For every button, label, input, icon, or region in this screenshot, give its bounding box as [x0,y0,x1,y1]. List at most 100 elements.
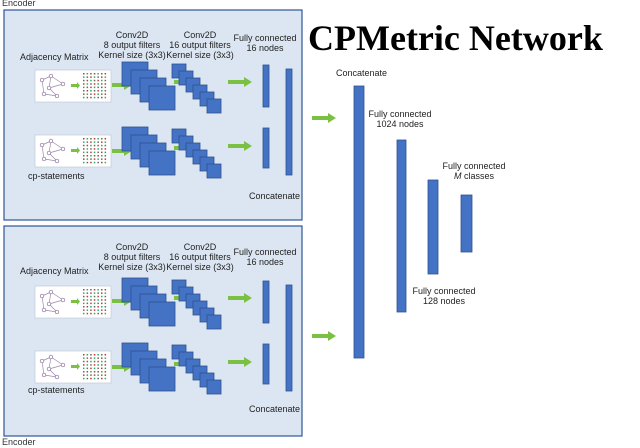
cp-graph-bottom-matrix-cell [90,364,92,366]
adjacency-graph-top-matrix-cell [97,73,99,75]
cp-graph-bottom-matrix-cell [86,371,89,373]
cp-graph-top-matrix-cell [93,151,96,154]
cp-graph-bottom-matrix-cell [83,374,85,376]
conv1-line3: Kernel size (3x3) [98,50,166,60]
adjacency-graph-top-matrix-cell [83,83,85,85]
cp-graph-top-matrix-cell [86,144,89,147]
fcM-bar [460,194,473,253]
conv1-stack-row2-top-filter-map [148,150,176,176]
cp-graph-bottom-mini-arrow-head [77,363,80,370]
adjacency-graph-bottom-matrix-cell [101,302,103,305]
cp-graph-top-matrix-cell [93,138,96,140]
adjacency-graph-top-matrix-cell [97,76,99,78]
fcM-classes: classes [461,171,494,181]
diagram-title: CPMetric Network [308,18,603,58]
cp-graph-bottom-matrix-cell [93,374,96,376]
adjacency-graph-bottom-matrix-cell [104,295,107,298]
conv1-line3: Kernel size (3x3) [98,262,166,272]
cp-graph-top-matrix-cell [104,141,107,143]
adjacency-graph-top-matrix-cell [83,96,85,99]
concatenate-label-bottom: Concatenate [249,404,301,414]
conv1-stack-row2-bottom-filter-map [148,366,176,392]
adjacency-graph-top-matrix-cell [104,79,107,82]
cp-graph-top-matrix-cell [104,148,107,150]
cp-graph-bottom-matrix-cell [93,354,96,356]
cp-graph-bottom-matrix-cell [86,360,89,363]
arrow-input-conv1-row1-top-shaft [112,83,125,87]
cp-graph-top-matrix-cell [86,148,89,150]
adjacency-graph-bottom-graph-edge [50,291,64,301]
adjacency-graph-top-matrix-cell [90,76,92,78]
cp-graph-bottom-graph-node [54,374,60,380]
conv1-stack-row1-bottom [121,277,176,327]
adjacency-graph-bottom-matrix-cell [104,299,107,301]
arrow-conv2-fc-row1-bottom-head [244,293,252,303]
cp-graph-bottom-matrix-cell [86,354,89,356]
adjacency-graph-top-matrix-cell [86,83,89,85]
adjacency-graph-top-matrix-cell [86,96,89,99]
cp-graph-bottom-matrix-cell [97,354,99,356]
conv2-line2: 16 output filters [169,40,231,50]
cp-graph-top-matrix-cell [101,144,103,147]
cp-graph-bottom-matrix-cell [86,377,89,380]
fc16-line2: 16 nodes [246,257,284,267]
cp-graph-bottom-matrix-cell [104,357,107,359]
arrow-encoder-bottom-to-concat-head [328,331,336,341]
adjacency-graph-bottom-matrix-cell [90,309,92,311]
cp-graph-bottom-mini-arrow [71,365,77,368]
cp-graph-bottom-matrix-cell [101,354,103,356]
conv2-line1: Conv2D [183,242,217,252]
adjacency-graph-top-matrix-cell [86,86,89,89]
adjacency-graph-top-graph-edge [50,75,64,85]
adjacency-graph-bottom-mini-arrow-head [77,298,80,305]
adjacency-graph-bottom-matrix-cell [86,295,89,298]
adjacency-graph-top-matrix-cell [104,86,107,89]
adjacency-graph-top [34,69,112,103]
conv2-label-bottom: Conv2D 16 output filters Kernel size (3x… [160,242,240,272]
cp-graph-bottom-graph-edge [48,364,64,370]
conv2-stack-row1-top-filter-map [206,98,222,114]
adjacency-graph-bottom-matrix-cell [83,289,85,291]
encoder-box-top [3,9,303,221]
cp-graph-bottom-matrix-cell [101,377,103,380]
cp-graph-top-graph-edge [41,144,45,160]
cp-graph-top-matrix-cell [83,148,85,150]
cp-graph-top-matrix-cell [104,138,107,140]
cp-graph-bottom-matrix-cell [97,364,99,366]
cp-graph-bottom-matrix-cell [90,377,92,380]
adjacency-graph-bottom-matrix-cell [104,309,107,311]
cp-graph-top-matrix-cell [93,141,96,143]
adjacency-graph-top-matrix-cell [104,90,107,92]
cp-graph-top-matrix-cell [97,158,99,160]
cp-graph-top-matrix-cell [97,138,99,140]
cp-graph-bottom-matrix-cell [83,364,85,366]
conv1-stack-row1-top-filter-map [148,85,176,111]
adjacency-graph-top-graph-edge [43,93,58,97]
adjacency-graph-top-graph-edge [48,83,64,89]
fc16-bar-row2-top [262,127,270,169]
cp-graph-bottom-matrix-cell [97,360,99,363]
adjacency-graph-top-matrix-cell [86,73,89,75]
cp-graph-bottom-matrix-cell [97,371,99,373]
conv2-stack-row2-bottom [171,344,222,395]
fc1024-label: Fully connected 1024 nodes [360,109,440,129]
conv1-label-bottom: Conv2D 8 output filters Kernel size (3x3… [92,242,172,272]
adjacency-matrix-label-bottom: Adjacency Matrix [20,266,89,276]
cp-graph-top-graph-node [48,138,54,144]
adjacency-graph-top-matrix-cell [86,93,89,95]
adjacency-graph-top-matrix-cell [90,90,92,92]
adjacency-graph-bottom-matrix-cell [97,309,99,311]
cp-graph-top-matrix-cell [104,144,107,147]
cp-graph-bottom-matrix-cell [101,371,103,373]
cp-graph-top-matrix-cell [101,151,103,154]
adjacency-graph-bottom-matrix-cell [86,302,89,305]
cp-graph-bottom-matrix-cell [93,364,96,366]
adjacency-graph-top-matrix-cell [83,86,85,89]
conv2-stack-row2-top-filter-map [206,163,222,179]
conv2-label-top: Conv2D 16 output filters Kernel size (3x… [160,30,240,60]
cp-graph-top-matrix-cell [90,151,92,154]
cp-graph-top-matrix-cell [90,161,92,164]
adjacency-graph-bottom-matrix-cell [86,306,89,308]
adjacency-graph-bottom-matrix-cell [90,302,92,305]
